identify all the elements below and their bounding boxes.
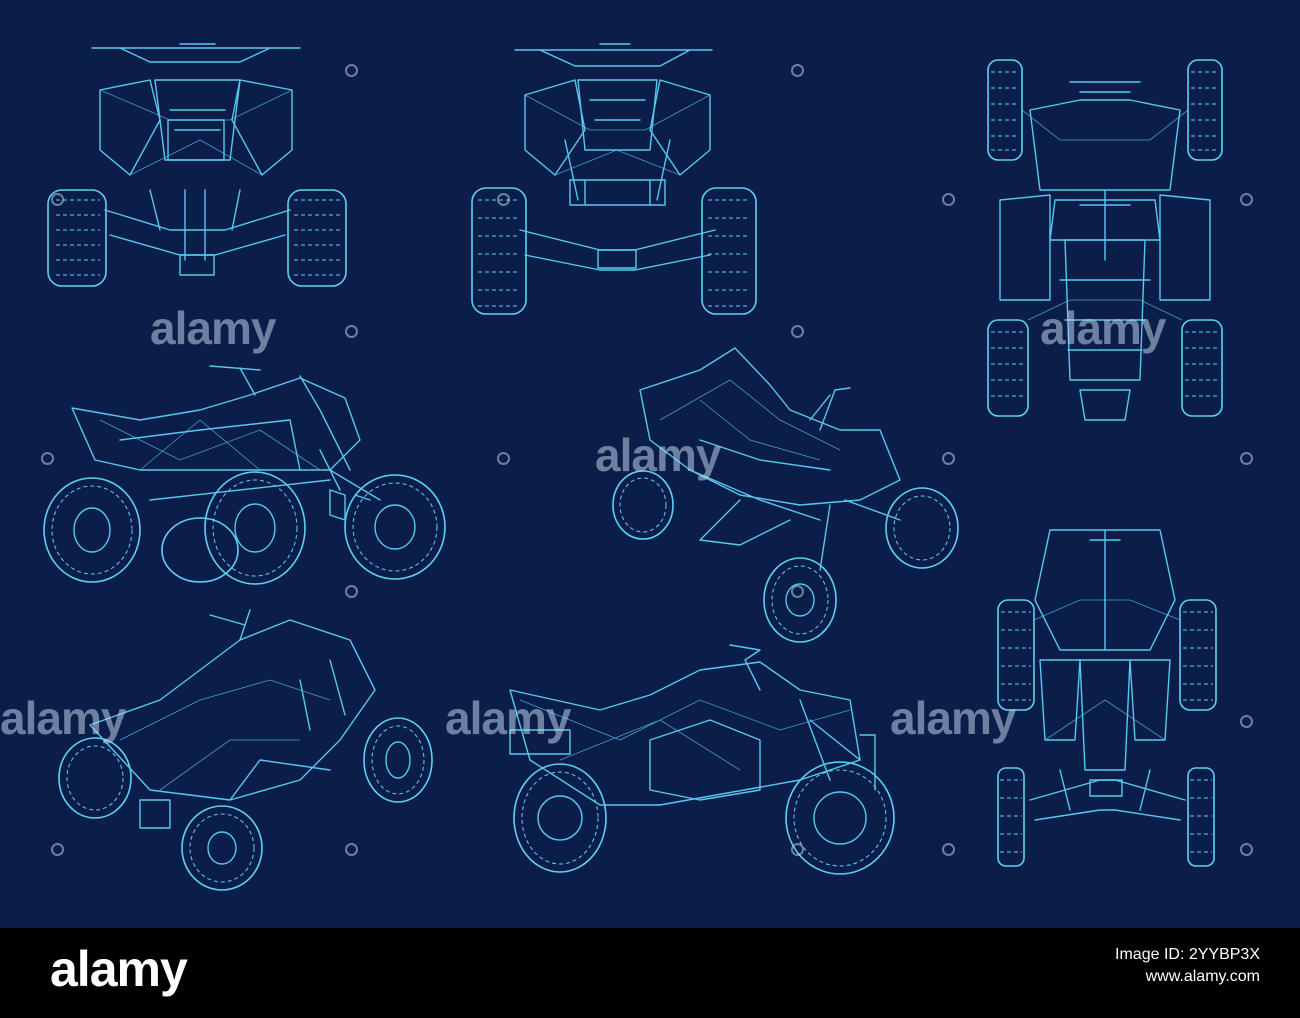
quad-rear-three-quarter-low-view [58,609,433,891]
watermark-dot-icon [345,64,358,77]
watermark-dot-icon [791,325,804,338]
watermark-dot-icon [41,452,54,465]
quad-front-three-quarter-view [43,365,446,585]
watermark-text: alamy [445,692,571,744]
image-meta: Image ID: 2YYBP3X www.alamy.com [1115,944,1260,987]
watermark-dot-icon [791,64,804,77]
watermark-dot-icon [51,843,64,856]
watermark-text: alamy [595,429,721,481]
site-url: www.alamy.com [1145,967,1260,985]
quad-rear-three-quarter-high-view [612,347,959,643]
watermark-text: alamy [150,302,276,354]
stock-footer-bar: alamy Image ID: 2YYBP3X www.alamy.com [0,928,1300,1018]
watermark-dot-icon [1240,193,1253,206]
watermark-dot-icon [51,193,64,206]
image-id-label: Image ID: 2YYBP3X [1115,946,1260,963]
watermark-dot-icon [1240,452,1253,465]
watermark-dot-icon [345,325,358,338]
quad-top-view [987,59,1223,421]
quad-rear-view [47,43,347,287]
watermark-dot-icon [345,843,358,856]
watermark-dot-icon [497,193,510,206]
alamy-logo: alamy [50,941,188,997]
watermark-dot-icon [942,193,955,206]
watermark-dot-icon [791,843,804,856]
watermark-text: alamy [0,692,126,744]
watermark-text: alamy [890,692,1016,744]
quad-side-view [509,644,895,875]
quad-bottom-view [997,529,1217,867]
watermark-dot-icon [791,585,804,598]
blueprint-canvas: alamy alamy alamy alamy alamy alamy [0,0,1300,928]
watermark-dot-icon [345,585,358,598]
watermark-text: alamy [1040,302,1166,354]
watermark-dot-icon [942,843,955,856]
watermark-dot-icon [497,452,510,465]
watermark-dot-icon [1240,843,1253,856]
quad-front-view [471,43,757,315]
wireframe-illustrations [43,43,1223,891]
watermark-dot-icon [942,452,955,465]
watermark-dot-icon [1240,715,1253,728]
